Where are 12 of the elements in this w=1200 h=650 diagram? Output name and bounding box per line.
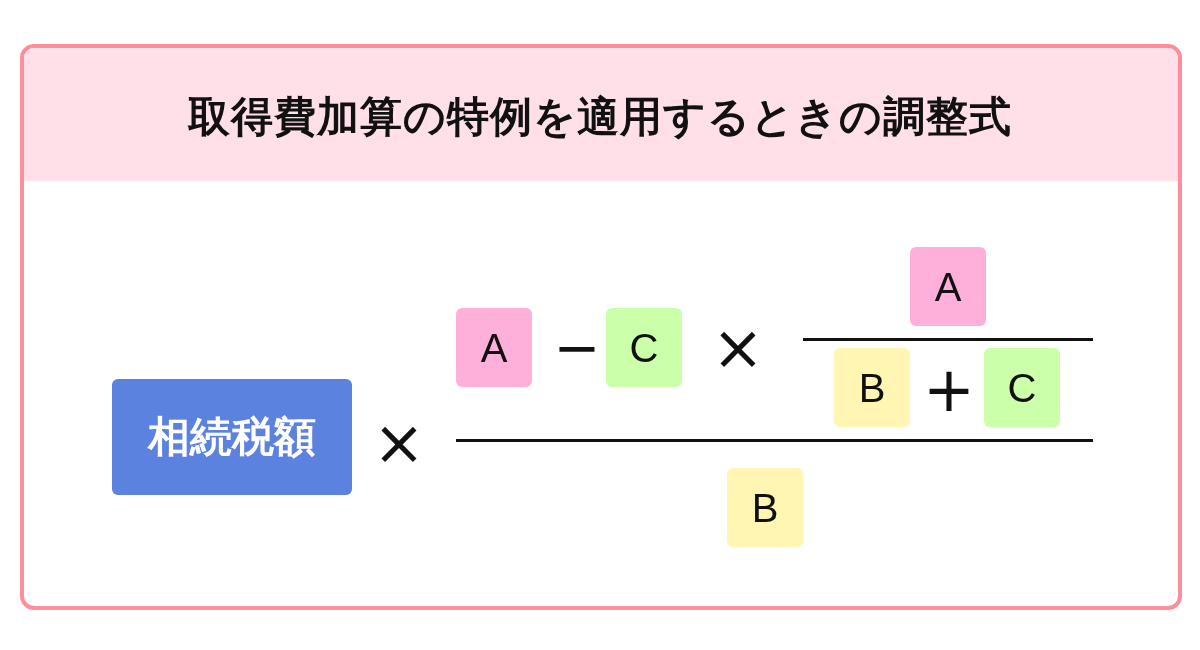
title-heading: 取得費加算の特例を適用するときの調整式	[188, 92, 1012, 142]
plus-sign: +	[923, 359, 975, 421]
letter-tile: B	[834, 348, 910, 427]
letter-tile: C	[984, 348, 1060, 427]
minus-sign: −	[553, 320, 601, 376]
multiplication-sign: ×	[712, 317, 764, 379]
term-box: 相続税額	[112, 379, 352, 495]
letter-tile: B	[727, 468, 803, 547]
multiplication-sign: ×	[373, 412, 425, 474]
letter-tile: C	[606, 308, 682, 387]
letter-tile: A	[456, 308, 532, 387]
letter-tile: A	[910, 247, 986, 326]
